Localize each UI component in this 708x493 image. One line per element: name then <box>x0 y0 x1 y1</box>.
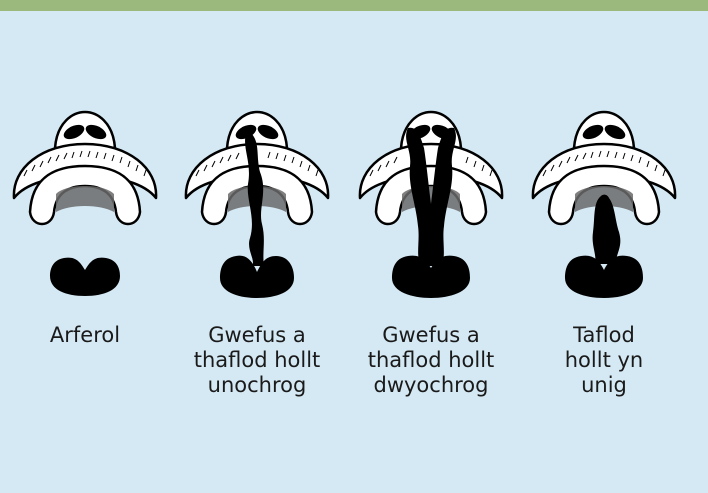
caption-normal: Arferol <box>0 323 170 348</box>
palate-normal-illustration <box>0 100 170 300</box>
palate-only-illustration <box>519 100 689 300</box>
panel-normal <box>0 100 170 300</box>
panel-unilateral <box>172 100 342 300</box>
nose-outline <box>55 112 115 148</box>
caption-unilateral: Gwefus a thaflod hollt unochrog <box>172 323 342 398</box>
header-bar <box>0 0 708 11</box>
panel-palate-only <box>519 100 689 300</box>
palate-unilateral-illustration <box>172 100 342 300</box>
palate-shadow <box>56 186 114 212</box>
caption-palate-only: Taflod hollt yn unig <box>519 323 689 398</box>
panel-bilateral <box>346 100 516 300</box>
nose-outline <box>227 112 287 148</box>
mouth-shape <box>50 258 120 296</box>
palate-bilateral-illustration <box>346 100 516 300</box>
nose-outline <box>574 112 634 148</box>
caption-bilateral: Gwefus a thaflod hollt dwyochrog <box>346 323 516 398</box>
